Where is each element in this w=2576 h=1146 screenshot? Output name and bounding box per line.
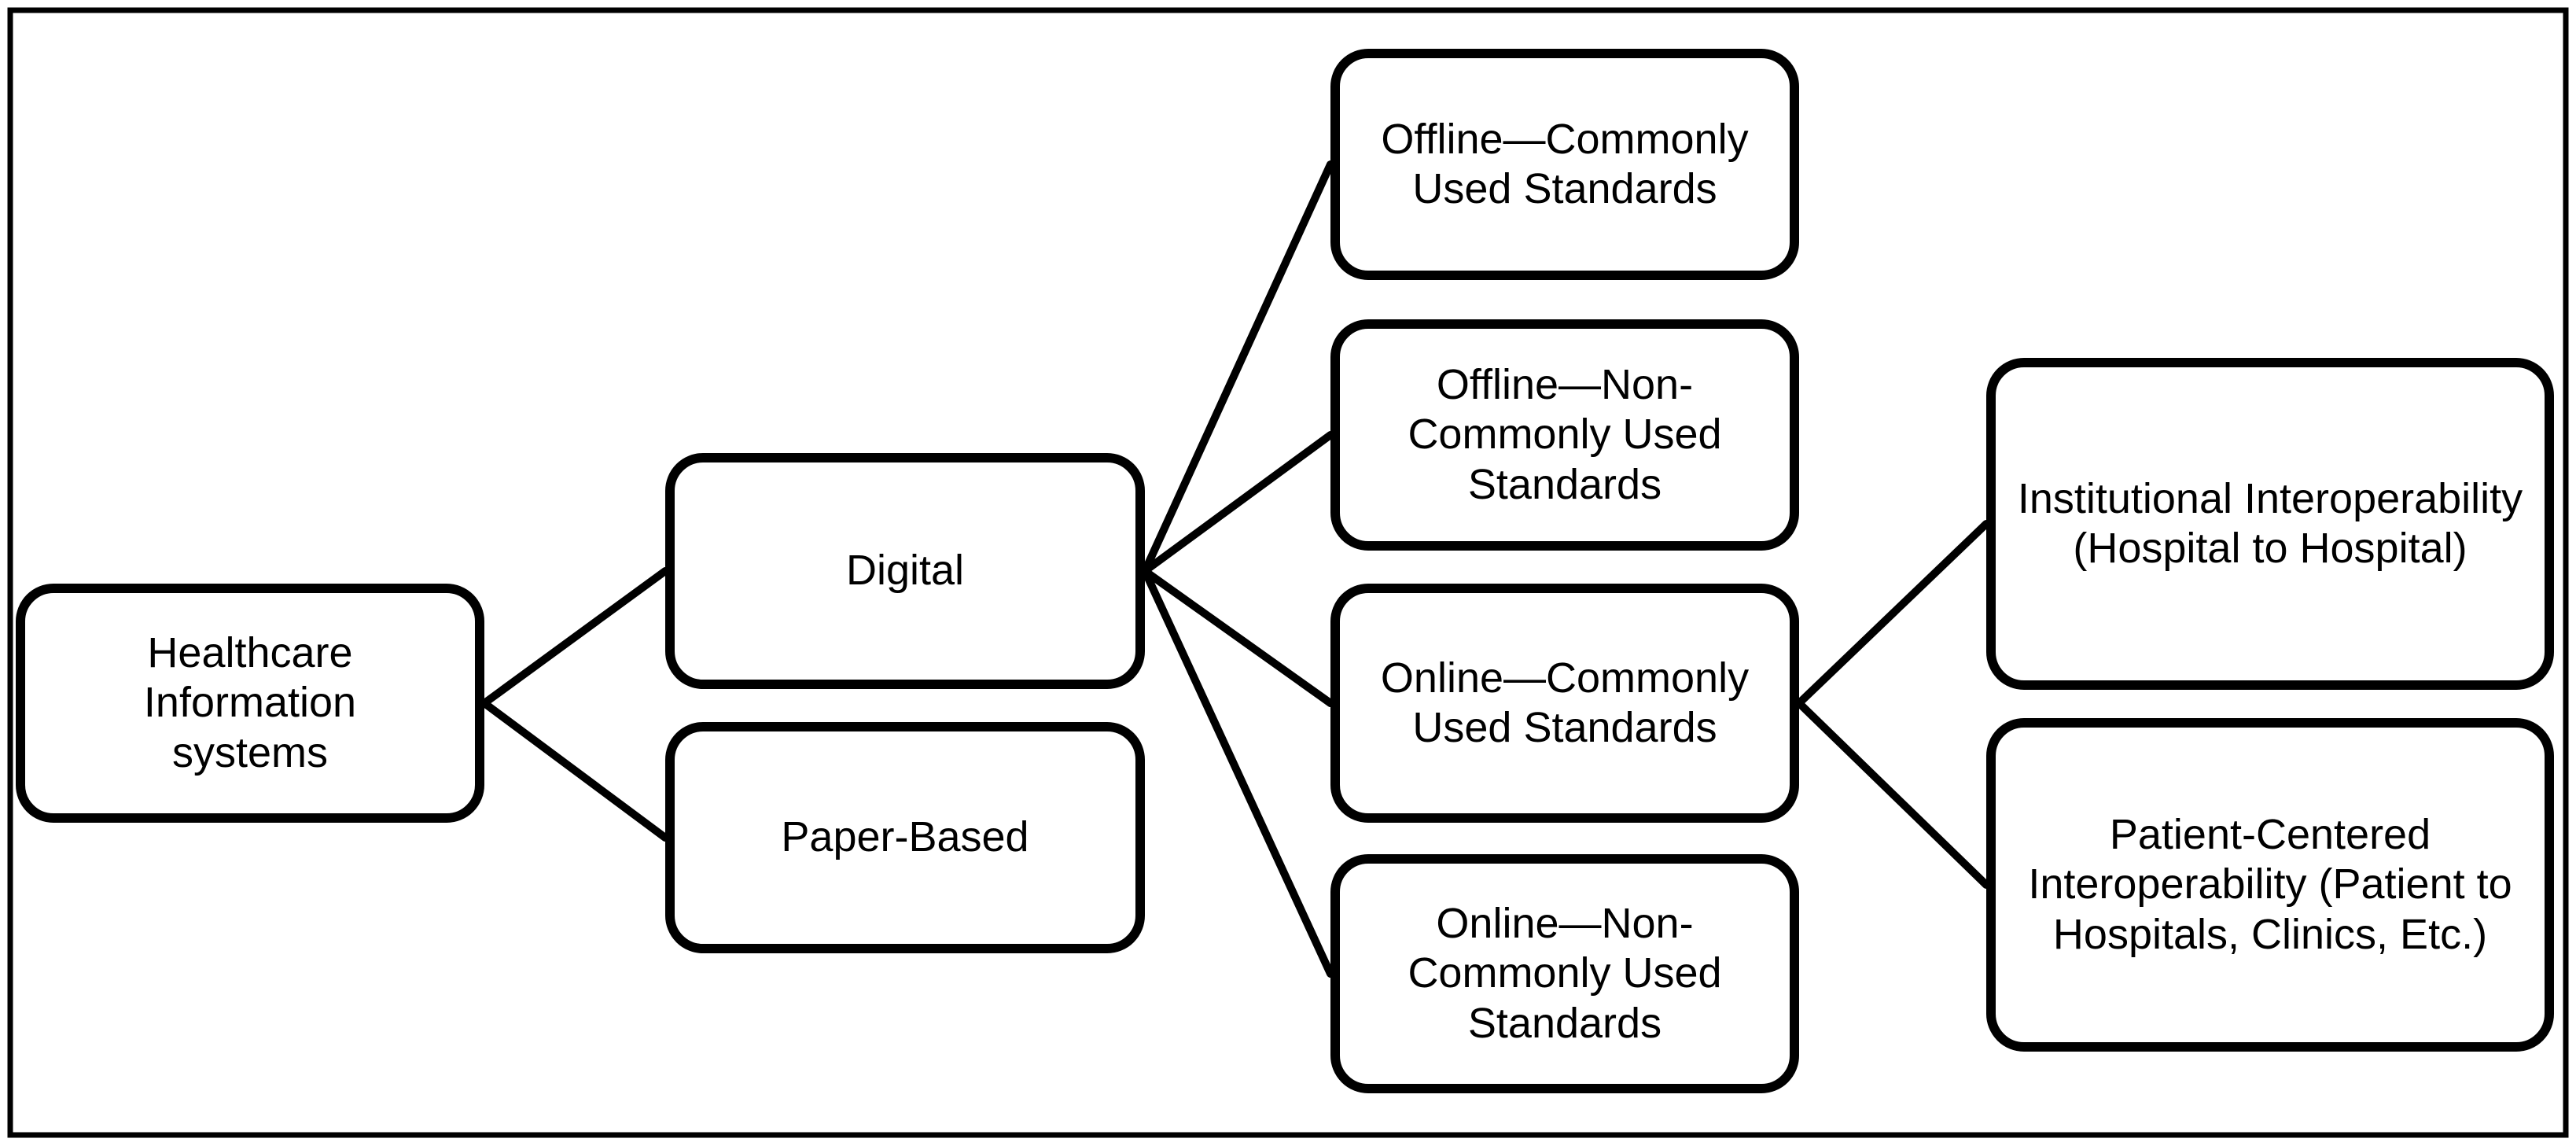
node-online-noncommon-label: Online—Non- Commonly Used Standards [1408,900,1722,1047]
node-patient-centered-label: Patient-Centered Interoperability (Patie… [2028,811,2512,958]
edge-digital-offline-common [1141,160,1334,575]
node-online-non-commonly-used-standards: Online—Non- Commonly Used Standards [1330,854,1799,1093]
node-healthcare-label: Healthcare Information systems [143,629,357,776]
edge-online-common-institutional [1795,520,1990,707]
node-digital-label: Digital [845,547,965,595]
node-online-common-label: Online—Commonly Used Standards [1380,654,1750,751]
node-patient-centered-interoperability: Patient-Centered Interoperability (Patie… [1986,718,2554,1052]
edge-digital-offline-noncommon [1141,431,1334,575]
outer-frame [7,7,2569,1138]
node-offline-common-label: Offline—Commonly Used Standards [1381,115,1749,212]
node-healthcare-information-systems: Healthcare Information systems [16,584,484,823]
node-institutional-interoperability: Institutional Interoperability (Hospital… [1986,358,2554,690]
node-offline-commonly-used-standards: Offline—Commonly Used Standards [1330,49,1799,280]
node-digital: Digital [665,453,1145,689]
node-offline-non-commonly-used-standards: Offline—Non- Commonly Used Standards [1330,319,1799,551]
edge-digital-online-noncommon [1141,567,1334,978]
node-online-commonly-used-standards: Online—Commonly Used Standards [1330,584,1799,823]
node-paper-based-label: Paper-Based [781,813,1029,861]
node-offline-noncommon-label: Offline—Non- Commonly Used Standards [1408,361,1722,508]
edge-online-common-patient-centered [1795,699,1990,889]
node-paper-based: Paper-Based [665,722,1145,953]
edge-healthcare-digital [480,567,669,707]
node-institutional-label: Institutional Interoperability (Hospital… [2017,474,2523,572]
edge-healthcare-paper-based [480,699,669,842]
edge-digital-online-common [1141,567,1334,707]
